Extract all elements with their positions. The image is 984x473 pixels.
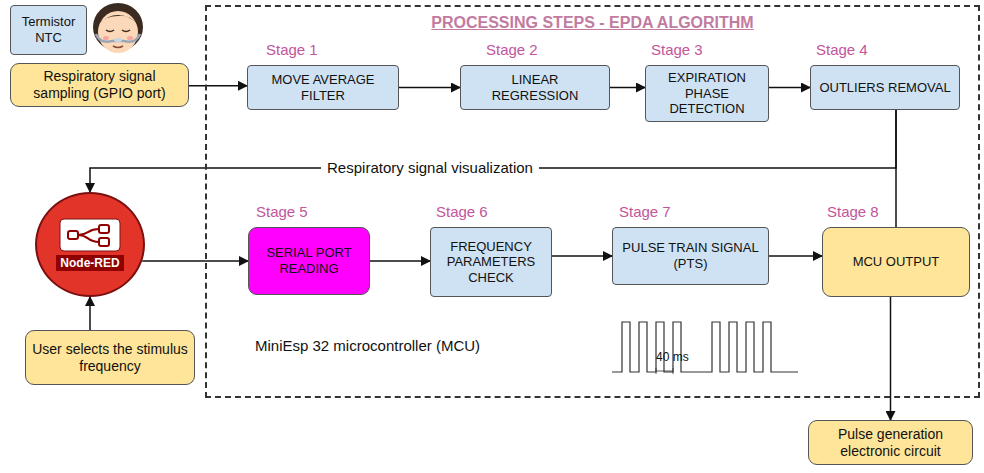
connector-arrow <box>610 87 645 89</box>
connector-arrow <box>89 297 91 330</box>
output-box: Pulse generation electronic circuit <box>808 420 973 465</box>
connector-label: Respiratory signal visualization <box>321 159 539 177</box>
box-text: SERIAL PORT READING <box>255 245 363 276</box>
node-red-circle: Node-RED <box>35 192 145 297</box>
box-text: EXPIRATION PHASE DETECTION <box>652 70 762 117</box>
connector-arrow <box>895 110 897 227</box>
stage-label: Stage 3 <box>651 41 703 58</box>
box-text: Pulse generation electronic circuit <box>815 426 966 460</box>
output-box: Stage 8MCU OUTPUT <box>822 227 970 297</box>
stage-label: Stage 2 <box>486 41 538 58</box>
stage-label: Stage 5 <box>256 203 308 220</box>
connector-arrow <box>142 260 248 262</box>
stage-label: Stage 8 <box>827 203 879 220</box>
frame-label: MiniEsp 32 microcontroller (MCU) <box>255 337 480 355</box>
connector-arrow <box>189 85 247 87</box>
process-box: Stage 1MOVE AVERAGE FILTER <box>247 65 399 110</box>
process-box: Stage 4OUTLIERS REMOVAL <box>810 65 960 110</box>
stage-label: Stage 7 <box>619 203 671 220</box>
box-text: OUTLIERS REMOVAL <box>819 80 950 96</box>
connector-arrow <box>552 255 612 257</box>
diagram-title: PROCESSING STEPS - EPDA ALGORITHM <box>207 13 978 32</box>
connector-arrow <box>890 297 892 420</box>
dimension-mark <box>656 368 673 374</box>
box-text: Respiratory signal sampling (GPIO port) <box>17 68 182 102</box>
box-text: User selects the stimulus frequency <box>32 341 188 375</box>
sensor-box: Termistor NTC <box>10 5 87 55</box>
mcu-frame: PROCESSING STEPS - EPDA ALGORITHM MiniEsp… <box>205 5 980 398</box>
connector-arrow <box>370 260 430 262</box>
input-box: Respiratory signal sampling (GPIO port) <box>10 63 189 107</box>
stage-label: Stage 6 <box>436 203 488 220</box>
dimension-label: 40 ms <box>656 350 689 364</box>
node-red-name: Node-RED <box>56 255 123 271</box>
box-text: PULSE TRAIN SIGNAL (PTS) <box>619 240 762 271</box>
box-text: MOVE AVERAGE FILTER <box>254 72 392 103</box>
stage-label: Stage 4 <box>816 41 868 58</box>
box-text: Termistor NTC <box>17 14 80 45</box>
pulse-train-waveform <box>612 322 798 372</box>
process-box: Stage 6FREQUENCY PARAMETERS CHECK <box>430 227 552 297</box>
connector-arrow <box>769 87 810 89</box>
input-box: User selects the stimulus frequency <box>25 330 195 385</box>
process-box: Stage 3EXPIRATION PHASE DETECTION <box>645 65 769 122</box>
box-text: LINEAR REGRESSION <box>467 72 603 103</box>
box-text: MCU OUTPUT <box>853 254 940 270</box>
box-text: FREQUENCY PARAMETERS CHECK <box>437 239 545 286</box>
process-box: Stage 2LINEAR REGRESSION <box>460 65 610 110</box>
process-box: Stage 7PULSE TRAIN SIGNAL (PTS) <box>612 227 769 285</box>
patient-face <box>93 3 143 53</box>
connector-arrow <box>769 255 822 257</box>
connector-arrow <box>399 87 460 89</box>
node-red-logo <box>59 218 121 252</box>
connector-arrow <box>90 110 896 192</box>
process-box: Stage 5SERIAL PORT READING <box>248 227 370 295</box>
stage-label: Stage 1 <box>266 41 318 58</box>
